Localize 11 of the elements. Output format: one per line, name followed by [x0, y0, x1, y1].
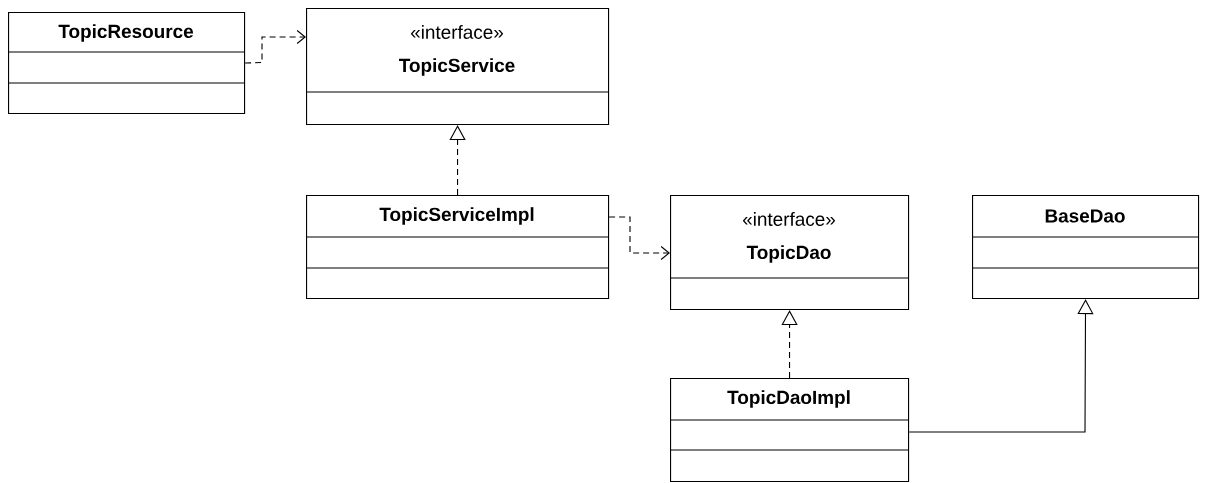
realization-arrow: [781, 310, 798, 379]
class-box: TopicResource: [7, 12, 246, 115]
realization-arrow: [449, 125, 466, 196]
dependency-arrow: [608, 216, 670, 261]
class-box: TopicServiceImpl: [305, 195, 610, 300]
class-box: BaseDao: [971, 195, 1200, 300]
class-box: «interface» TopicDao: [669, 195, 910, 311]
realization-arrow: [908, 299, 1094, 433]
class-box: «interface» TopicService: [305, 8, 610, 126]
class-box: TopicDaoImpl: [669, 378, 910, 483]
dependency-arrow: [244, 29, 306, 64]
